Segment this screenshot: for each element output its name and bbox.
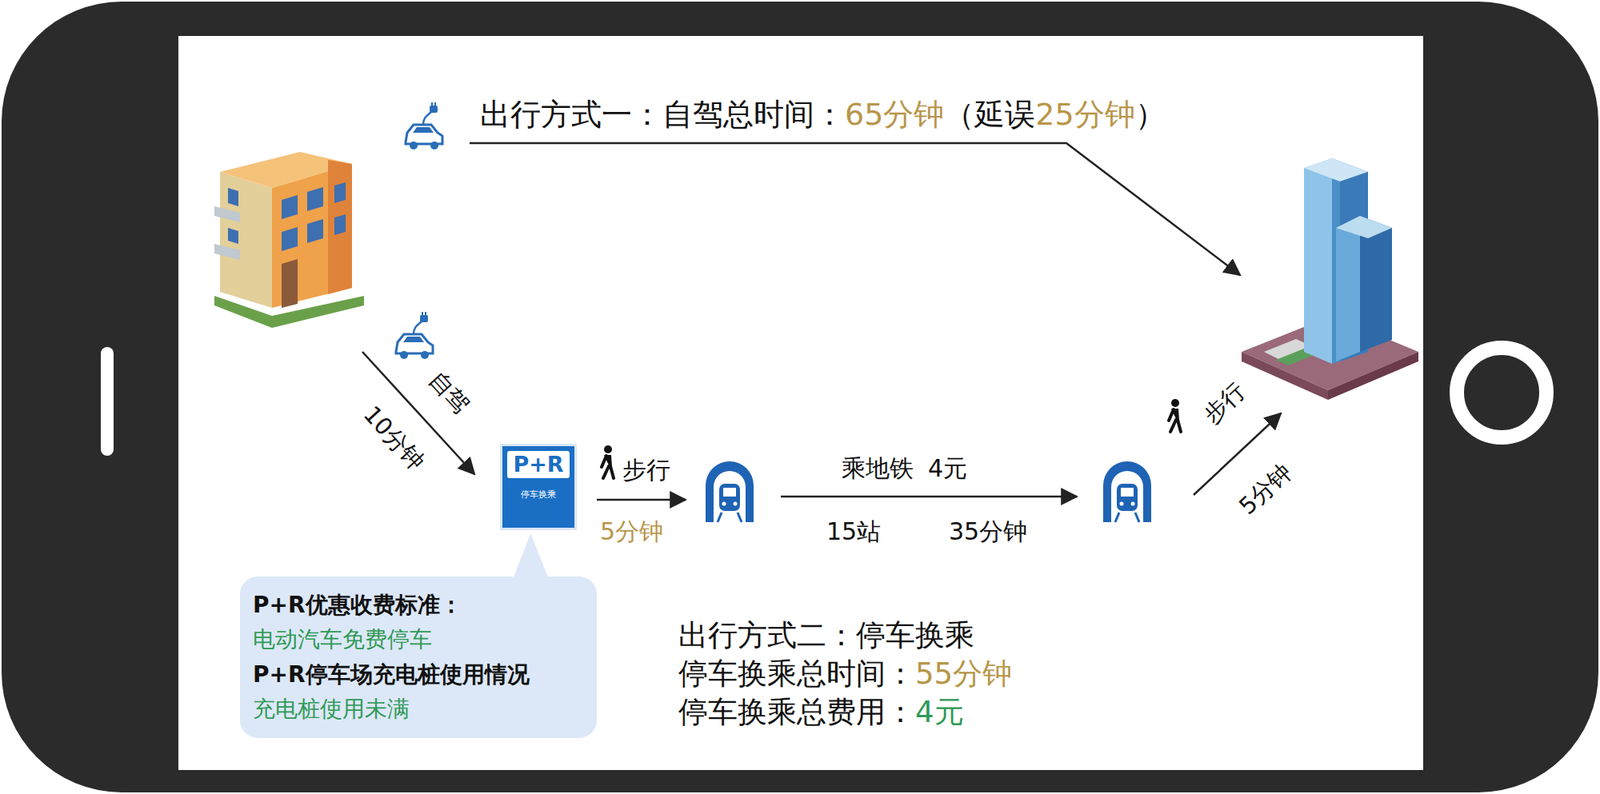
label-row: 5分钟 — [600, 516, 664, 549]
callout-text: P+R停车场充电桩使用情况 — [252, 657, 583, 692]
route-label: 乘地铁 — [841, 452, 914, 486]
fare-label: 4元 — [928, 452, 968, 486]
route-label: 15站 — [826, 516, 881, 549]
label-row: 停车换乘总费用：4元 — [678, 692, 964, 733]
sign-text: 停车换乘 — [507, 489, 570, 501]
route-label: 步行 — [622, 454, 671, 488]
route-label: 5分钟 — [600, 516, 664, 549]
route-label: 步行 — [1198, 377, 1251, 429]
route-label: 4元 — [915, 692, 964, 733]
route-label: 25分钟 — [1035, 94, 1135, 136]
label-row: 出行方式一：自驾总时间：65分钟（延误25分钟） — [480, 94, 1166, 136]
label-row: 出行方式二：停车换乘 — [678, 616, 975, 656]
callout-tail — [512, 533, 548, 579]
sign-logo: P+R — [507, 451, 570, 479]
route-label: 5分钟 — [1234, 459, 1298, 521]
label-row: 35分钟 — [948, 516, 1028, 549]
callout-text: 电动汽车免费停车 — [252, 622, 583, 657]
route-label: 55分钟 — [915, 654, 1012, 695]
label-row: 15站 — [826, 516, 881, 549]
callout-text: P+R优惠收费标准： — [252, 588, 583, 623]
callout-text: 充电桩使用未满 — [252, 692, 583, 727]
route-label: 35分钟 — [948, 516, 1028, 549]
route-label: ） — [1135, 94, 1166, 136]
route-label: 出行方式一：自驾总时间： — [480, 94, 845, 136]
route-label: 65分钟 — [844, 94, 944, 136]
label-row: 乘地铁 4元 — [841, 452, 968, 486]
route-label: 出行方式二：停车换乘 — [678, 616, 975, 656]
route-label: （延误 — [944, 94, 1036, 136]
label-row: 步行 — [622, 454, 671, 488]
parking-sign: P+R 停车换乘 — [500, 444, 577, 531]
route-label: 10分钟 — [358, 401, 430, 476]
route-label: 自驾 — [423, 366, 475, 419]
route-label: 停车换乘总费用： — [678, 692, 916, 733]
label-row: 停车换乘总时间：55分钟 — [678, 654, 1012, 695]
route-label: 停车换乘总时间： — [678, 654, 916, 695]
info-callout: P+R优惠收费标准：电动汽车免费停车P+R停车场充电桩使用情况充电桩使用未满 — [240, 576, 597, 739]
